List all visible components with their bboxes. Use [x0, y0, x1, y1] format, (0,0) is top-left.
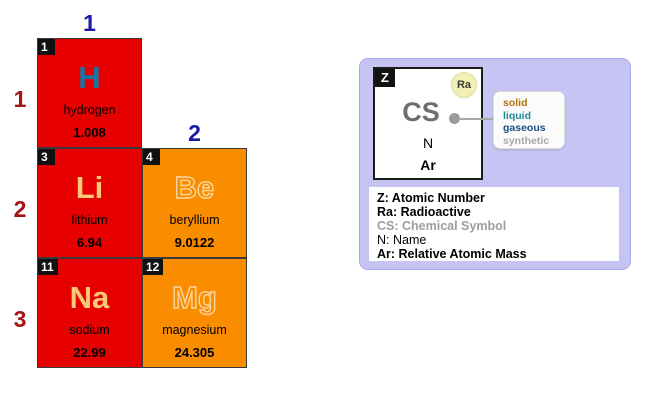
element-name: beryllium: [169, 213, 220, 227]
element-cell-lithium[interactable]: 3 Li lithium 6.94: [37, 148, 142, 258]
state-legend-solid: solid: [503, 97, 528, 109]
atomic-number-badge: 1: [38, 39, 55, 55]
atomic-number-badge: 3: [38, 149, 55, 165]
element-cell-hydrogen[interactable]: 1 H hydrogen 1.008: [37, 38, 142, 148]
legend-atomic-number-abbr: Z: [375, 69, 395, 87]
element-symbol: Na: [69, 280, 110, 315]
element-symbol: H: [78, 60, 101, 95]
element-cell-magnesium[interactable]: 12 Mg magnesium 24.305: [142, 258, 247, 368]
element-symbol: Be: [174, 170, 215, 205]
element-atomic-mass: 1.008: [73, 125, 106, 140]
legend-key-row-chemical-symbol: CS: Chemical Symbol: [377, 219, 507, 233]
legend-atomic-mass-abbr: Ar: [420, 157, 436, 173]
legend-name-abbr: N: [422, 135, 434, 151]
legend-key-list: Z: Atomic Number Ra: Radioactive CS: Che…: [369, 187, 619, 261]
radioactive-badge-icon: Ra: [451, 72, 477, 98]
state-legend-liquid: liquid: [503, 109, 531, 122]
element-atomic-mass: 6.94: [76, 235, 103, 250]
period-number-1: 1: [13, 86, 27, 112]
element-name: hydrogen: [63, 103, 116, 117]
element-name: lithium: [71, 213, 108, 227]
element-cell-beryllium[interactable]: 4 Be beryllium 9.0122: [142, 148, 247, 258]
periodic-table-region: 1 2 1 2 3 1 H hydrogen 1.008 3 Li lithiu…: [0, 0, 300, 400]
element-cell-sodium[interactable]: 11 Na sodium 22.99: [37, 258, 142, 368]
legend-key-row-relative-atomic-mass: Ar: Relative Atomic Mass: [377, 247, 527, 261]
state-legend-gaseous: gaseous: [503, 122, 546, 134]
atomic-number-badge: 12: [143, 259, 164, 275]
element-name: magnesium: [162, 323, 227, 337]
atomic-number-badge: 4: [143, 149, 160, 165]
element-atomic-mass: 22.99: [73, 345, 106, 360]
legend-chemical-symbol-abbr: CS: [402, 97, 440, 127]
legend-key-row-name: N: Name: [377, 233, 427, 247]
element-atomic-mass: 24.305: [174, 345, 215, 360]
element-atomic-mass: 9.0122: [174, 235, 215, 250]
legend-key-row-atomic-number: Z: Atomic Number: [377, 191, 485, 205]
legend-sample-cell: Z Ra CS N Ar: [373, 67, 483, 180]
element-name: sodium: [69, 323, 110, 337]
group-number-2: 2: [188, 120, 201, 146]
atomic-number-badge: 11: [38, 259, 58, 275]
legend-key-row-radioactive: Ra: Radioactive: [377, 205, 471, 219]
state-connector-dot-icon: [449, 113, 460, 124]
state-legend-box: solid liquid gaseous synthetic: [493, 91, 565, 149]
period-number-2: 2: [13, 196, 27, 222]
element-symbol: Li: [75, 170, 104, 205]
group-number-1: 1: [83, 10, 96, 36]
state-connector-line: [459, 118, 496, 120]
state-legend-synthetic: synthetic: [503, 134, 550, 147]
element-symbol: Mg: [171, 280, 217, 315]
period-number-3: 3: [13, 306, 27, 332]
legend-panel: Z Ra CS N Ar solid liquid gaseous synthe…: [359, 58, 631, 270]
